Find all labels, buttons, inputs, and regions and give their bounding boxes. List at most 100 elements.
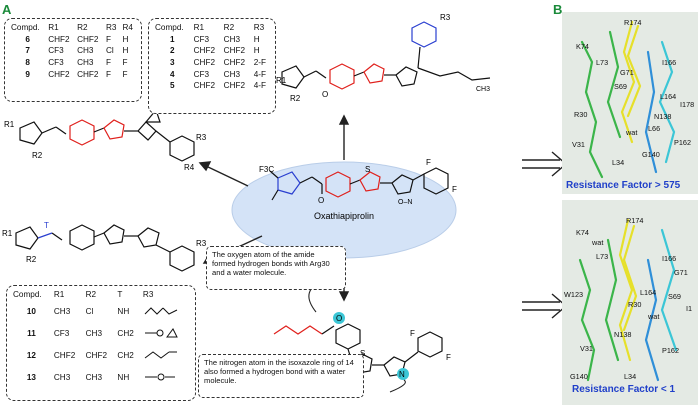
- res-top: N138: [654, 112, 672, 121]
- left-r4-label: R4: [184, 163, 195, 172]
- t1-cell: 9: [25, 69, 30, 79]
- res-top: G71: [620, 68, 634, 77]
- t3-cell: 13: [26, 373, 36, 383]
- t3-cell: CHF2: [85, 351, 108, 361]
- t3-header-r2: R2: [85, 290, 97, 300]
- t2-cell: CHF2: [193, 81, 216, 91]
- res-bottom: wat: [592, 238, 604, 247]
- lower-left-structure: [15, 224, 195, 272]
- res-top: L164: [660, 92, 677, 101]
- res-top: L66: [648, 124, 661, 133]
- r3-oxime-ether-structure: [141, 301, 191, 323]
- amide-note: The oxygen atom of the amide formed hydr…: [206, 246, 346, 290]
- center-f2-label: F: [452, 185, 457, 194]
- top-structure: [281, 21, 491, 90]
- top-r3-label: R3: [440, 13, 451, 22]
- t1-cell: Cl: [106, 46, 114, 56]
- c14-o-label: O: [336, 314, 342, 323]
- res-bottom: R30: [628, 300, 642, 309]
- t1-cell: H: [122, 46, 129, 56]
- t2-cell: 2: [170, 46, 175, 56]
- table-compounds-1-5: Compd. R1 R2 R3 1 CF3 CH3 H 2 CHF2 CHF2 …: [148, 18, 276, 114]
- t1-cell: 6: [25, 34, 30, 44]
- res-bottom: S69: [668, 292, 681, 301]
- c14-n-label: N: [399, 370, 405, 379]
- t3-header-compd: Compd.: [13, 290, 42, 300]
- res-top: I166: [662, 58, 677, 67]
- t3-cell: CH2: [117, 329, 134, 339]
- t2-cell: CF3: [193, 34, 210, 44]
- t1-cell: CF3: [48, 58, 64, 68]
- res-top: wat: [626, 128, 638, 137]
- res-bottom: L34: [624, 372, 637, 381]
- left-r1-label: R1: [4, 120, 15, 129]
- thiazole-s-label: S: [365, 165, 370, 174]
- cf3-label: F3C: [259, 165, 274, 174]
- t3-cell: 10: [26, 307, 36, 317]
- t2-cell: CHF2: [223, 58, 246, 68]
- t1-cell: F: [106, 58, 112, 68]
- c14-f1-label: F: [410, 329, 415, 338]
- t2-cell: CF3: [193, 69, 210, 79]
- center-on-label: O–N: [398, 199, 412, 206]
- top-o-label: O: [322, 90, 328, 99]
- left-r2-label: R2: [32, 151, 43, 160]
- t1-cell: H: [122, 34, 129, 44]
- table-row: 12 CHF2 CHF2 CH2: [11, 345, 191, 367]
- t1-header-r3: R3: [106, 23, 117, 33]
- table-row: 6 CHF2 CHF2 F H: [9, 34, 137, 46]
- t1-cell: F: [106, 34, 112, 44]
- t1-cell: CHF2: [77, 34, 99, 44]
- t1-cell: CF3: [48, 46, 64, 56]
- t1-cell: CHF2: [48, 34, 70, 44]
- res-bottom: P162: [662, 346, 680, 355]
- ll-t-label: T: [44, 221, 49, 230]
- left-r3-label: R3: [196, 133, 207, 142]
- oxathiapiprolin-label: Oxathiapiprolin: [314, 211, 374, 221]
- t1-cell: CH3: [77, 58, 94, 68]
- t3-cell: CF3: [53, 329, 70, 339]
- t2-cell: 2-F: [253, 58, 266, 68]
- binding-pocket-bottom: [562, 200, 698, 405]
- amide-o-label: O: [318, 196, 324, 205]
- t2-cell: CHF2: [193, 46, 216, 56]
- res-top: S69: [614, 82, 627, 91]
- panel-label-b: B: [553, 2, 563, 17]
- t1-header-r4: R4: [122, 23, 133, 33]
- table-row: 3 CHF2 CHF2 2-F: [153, 57, 271, 69]
- t1-cell: F: [106, 69, 112, 79]
- t1-cell: CHF2: [77, 69, 99, 79]
- table-row: 8 CF3 CH3 F F: [9, 57, 137, 69]
- t1-cell: CH3: [77, 46, 94, 56]
- t2-cell: CHF2: [223, 46, 246, 56]
- res-top: I178: [680, 100, 695, 109]
- isoxazole-note: The nitrogen atom in the isoxazole ring …: [198, 354, 364, 398]
- top-r2-label: R2: [290, 94, 301, 103]
- center-f1-label: F: [426, 158, 431, 167]
- t3-cell: CH3: [85, 329, 103, 339]
- table-row: 5 CHF2 CHF2 4-F: [153, 80, 271, 92]
- t2-cell: CH3: [223, 34, 241, 44]
- t2-cell: 4: [170, 69, 175, 79]
- res-top: L73: [596, 58, 609, 67]
- r3-cyanate-structure: [141, 345, 191, 367]
- t2-cell: 1: [170, 34, 175, 44]
- table-row: 7 CF3 CH3 Cl H: [9, 45, 137, 57]
- res-top: R174: [624, 18, 642, 27]
- res-bottom: G71: [674, 268, 688, 277]
- t3-cell: NH: [117, 307, 130, 317]
- res-top: L34: [612, 158, 625, 167]
- t3-cell: NH: [117, 373, 130, 383]
- t3-cell: Cl: [85, 307, 94, 317]
- binding-pocket-top: [562, 12, 698, 194]
- r3-methylsulfonyl-structure: [141, 367, 191, 389]
- res-top: K74: [576, 42, 589, 51]
- res-bottom: L164: [640, 288, 657, 297]
- isoxazole-callout-arrow: [389, 379, 406, 393]
- res-top: G140: [642, 150, 660, 159]
- ll-r1-label: R1: [2, 229, 13, 238]
- r3-sulfonyl-cyclopropyl-structure: [141, 323, 191, 345]
- t3-cell: CH2: [117, 351, 134, 361]
- table-compounds-6-9: Compd. R1 R2 R3 R4 6 CHF2 CHF2 F H 7 CF3…: [4, 18, 142, 102]
- t3-cell: CH3: [53, 373, 71, 383]
